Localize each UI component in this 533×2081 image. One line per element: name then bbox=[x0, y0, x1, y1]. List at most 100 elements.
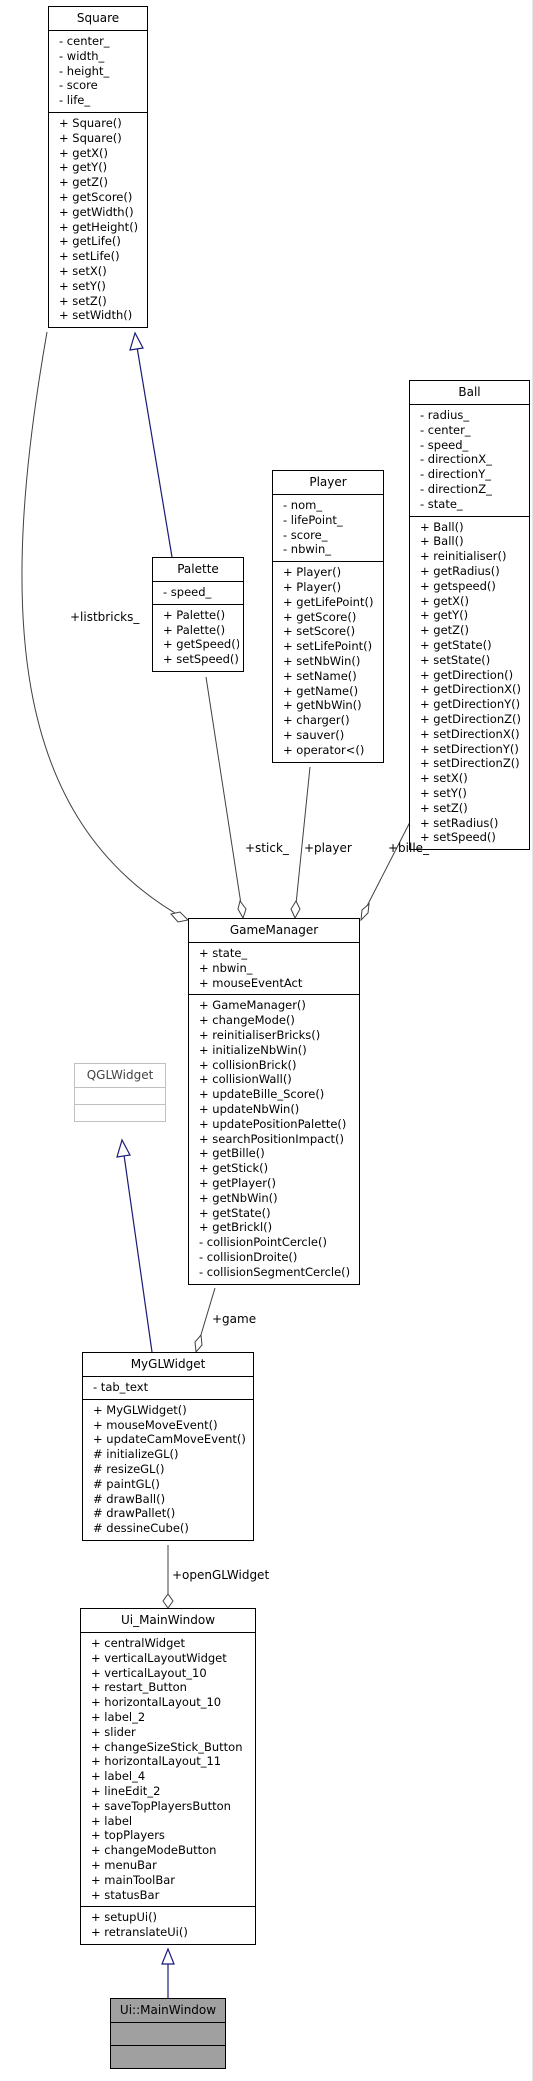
class-square-method-item: + getWidth() bbox=[59, 204, 134, 219]
class-player-method-item: + getScore() bbox=[283, 609, 357, 624]
class-square-attributes: - center_- width_- height_- score- life_ bbox=[49, 31, 147, 112]
class-player-method-item: + sauver() bbox=[283, 727, 345, 742]
class-player-attributes: - nom_- lifePoint_- score_- nbwin_ bbox=[273, 495, 383, 561]
class-ball-method-item: + getDirectionX() bbox=[420, 682, 521, 697]
class-player-attribute-item: - lifePoint_ bbox=[283, 512, 343, 527]
class-gamemanager-method-item: + getNbWin() bbox=[199, 1190, 278, 1205]
class-ball-method-item: + getDirection() bbox=[420, 667, 514, 682]
class-ball-method-item: + Ball() bbox=[420, 519, 464, 534]
class-ui-mainwindow-attribute-item: + topPlayers bbox=[91, 1828, 165, 1843]
class-player-method-item: + getLifePoint() bbox=[283, 594, 374, 609]
class-player-method-item: + setNbWin() bbox=[283, 653, 361, 668]
class-ui-namespace-mainwindow-title: Ui::MainWindow bbox=[111, 1999, 225, 2023]
class-gamemanager-method-item: + GameManager() bbox=[199, 998, 306, 1013]
class-ui-mainwindow-attribute-item: + lineEdit_2 bbox=[91, 1783, 161, 1798]
class-myglwidget-method-item: + mouseMoveEvent() bbox=[93, 1417, 218, 1432]
class-square-method-item: + setLife() bbox=[59, 249, 120, 264]
class-player-attribute-item: - score_ bbox=[283, 527, 328, 542]
class-ball-method-item: + setDirectionY() bbox=[420, 741, 519, 756]
class-player[interactable]: Player - nom_- lifePoint_- score_- nbwin… bbox=[272, 470, 384, 763]
association-listbricks-line bbox=[21, 331, 188, 921]
class-ui-mainwindow-methods: + setupUi()+ retranslateUi() bbox=[81, 1906, 255, 1944]
class-ui-namespace-mainwindow-methods bbox=[111, 2045, 225, 2068]
class-ball-attribute-item: - state_ bbox=[420, 496, 463, 511]
class-ui-mainwindow-attribute-item: + verticalLayout_10 bbox=[91, 1665, 207, 1680]
class-player-attribute-item: - nom_ bbox=[283, 498, 323, 512]
class-ball-method-item: + getZ() bbox=[420, 623, 470, 638]
class-square-attribute-item: - width_ bbox=[59, 48, 105, 63]
class-ui-mainwindow-attribute-item: + menuBar bbox=[91, 1857, 157, 1872]
class-palette-method-item: + getSpeed() bbox=[163, 637, 239, 652]
label-bille: +bille_ bbox=[388, 841, 430, 855]
aggregation-diamond-openglwidget bbox=[162, 1593, 174, 1609]
class-player-method-item: + Player() bbox=[283, 565, 342, 580]
class-player-attribute-item: - nbwin_ bbox=[283, 542, 332, 557]
class-square-attribute-item: - score bbox=[59, 78, 98, 93]
class-gamemanager-method-item: + getStick() bbox=[199, 1161, 269, 1176]
class-myglwidget-attributes: - tab_text bbox=[83, 1377, 253, 1399]
association-game-line bbox=[199, 1287, 216, 1339]
class-gamemanager-method-item: - collisionPointCercle() bbox=[199, 1235, 327, 1250]
class-ui-mainwindow-attribute-item: + label_4 bbox=[91, 1769, 146, 1784]
class-gamemanager-method-item: + searchPositionImpact() bbox=[199, 1131, 345, 1146]
class-ball-method-item: + getY() bbox=[420, 608, 469, 623]
class-player-methods: + Player()+ Player()+ getLifePoint()+ ge… bbox=[273, 561, 383, 761]
class-gamemanager-method-item: + updatePositionPalette() bbox=[199, 1116, 347, 1131]
class-palette-method-item: + Palette() bbox=[163, 607, 226, 622]
class-square-attribute-item: - center_ bbox=[59, 34, 110, 48]
class-player-method-item: + operator<() bbox=[283, 742, 365, 757]
class-gamemanager-method-item: - collisionDroite() bbox=[199, 1249, 298, 1264]
class-qglwidget[interactable]: QGLWidget bbox=[74, 1063, 166, 1122]
class-palette-attribute-item: - speed_ bbox=[163, 585, 212, 599]
class-square-attribute-item: - height_ bbox=[59, 63, 110, 78]
class-ui-mainwindow-attribute-item: + saveTopPlayersButton bbox=[91, 1798, 231, 1813]
inheritance-palette-square-line bbox=[136, 346, 173, 558]
class-myglwidget[interactable]: MyGLWidget - tab_text + MyGLWidget()+ mo… bbox=[82, 1352, 254, 1541]
class-square-method-item: + Square() bbox=[59, 130, 122, 145]
class-square-title: Square bbox=[49, 7, 147, 31]
class-ui-mainwindow-attribute-item: + statusBar bbox=[91, 1887, 160, 1902]
class-palette-methods: + Palette()+ Palette()+ getSpeed()+ setS… bbox=[153, 603, 243, 671]
class-player-method-item: + setLifePoint() bbox=[283, 639, 373, 654]
class-ui-mainwindow-attribute-item: + verticalLayoutWidget bbox=[91, 1650, 227, 1665]
class-player-method-item: + getNbWin() bbox=[283, 698, 362, 713]
class-myglwidget-method-item: # drawBall() bbox=[93, 1491, 166, 1506]
class-ui-mainwindow-attribute-item: + restart_Button bbox=[91, 1680, 187, 1695]
class-ball-method-item: + setRadius() bbox=[420, 815, 499, 830]
class-myglwidget-attribute-item: - tab_text bbox=[93, 1380, 149, 1394]
class-player-method-item: + getName() bbox=[283, 683, 359, 698]
class-ui-mainwindow[interactable]: Ui_MainWindow + centralWidget+ verticalL… bbox=[80, 1608, 256, 1945]
class-gamemanager-method-item: + reinitialiserBricks() bbox=[199, 1027, 321, 1042]
class-palette-title: Palette bbox=[153, 558, 243, 582]
class-ui-mainwindow-attribute-item: + horizontalLayout_11 bbox=[91, 1754, 222, 1769]
class-ball-method-item: + reinitialiser() bbox=[420, 549, 507, 564]
class-gamemanager-attributes: + state_+ nbwin_+ mouseEventAct bbox=[189, 943, 359, 994]
inheritance-myglwidget-qglwidget-line bbox=[123, 1154, 153, 1353]
class-ui-mainwindow-attribute-item: + changeModeButton bbox=[91, 1843, 217, 1858]
class-gamemanager-method-item: + collisionWall() bbox=[199, 1072, 292, 1087]
class-ui-mainwindow-attribute-item: + label_2 bbox=[91, 1709, 146, 1724]
class-ball-attribute-item: - speed_ bbox=[420, 437, 469, 452]
class-ui-mainwindow-attribute-item: + changeSizeStick_Button bbox=[91, 1739, 243, 1754]
class-square-method-item: + getLife() bbox=[59, 234, 121, 249]
class-ui-namespace-mainwindow[interactable]: Ui::MainWindow bbox=[110, 1998, 226, 2069]
class-square-method-item: + setX() bbox=[59, 263, 107, 278]
class-myglwidget-method-item: # resizeGL() bbox=[93, 1461, 165, 1476]
class-ui-mainwindow-attribute-item: + label bbox=[91, 1813, 133, 1828]
class-square-method-item: + setZ() bbox=[59, 293, 107, 308]
class-palette[interactable]: Palette - speed_ + Palette()+ Palette()+… bbox=[152, 557, 244, 672]
class-ball-attribute-item: - center_ bbox=[420, 422, 471, 437]
class-gamemanager-attribute-item: + state_ bbox=[199, 946, 248, 960]
class-ball-method-item: + getState() bbox=[420, 637, 492, 652]
class-palette-attributes: - speed_ bbox=[153, 582, 243, 604]
class-ball-title: Ball bbox=[410, 381, 529, 405]
class-square[interactable]: Square - center_- width_- height_- score… bbox=[48, 6, 148, 329]
label-openglwidget: +openGLWidget bbox=[172, 1568, 270, 1582]
class-gamemanager-method-item: + updateNbWin() bbox=[199, 1101, 300, 1116]
class-gamemanager[interactable]: GameManager + state_+ nbwin_+ mouseEvent… bbox=[188, 918, 360, 1285]
class-ball-method-item: + setX() bbox=[420, 771, 468, 786]
class-ball[interactable]: Ball - radius_- center_- speed_- directi… bbox=[409, 380, 530, 851]
class-square-methods: + Square()+ Square()+ getX()+ getY()+ ge… bbox=[49, 111, 147, 327]
